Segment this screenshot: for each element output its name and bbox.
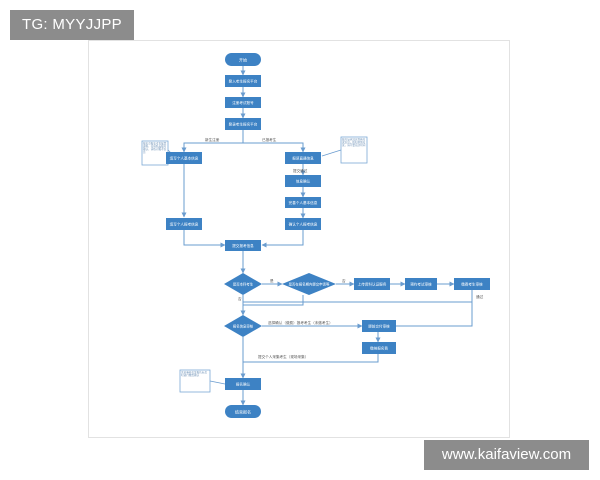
node-upload: 上传资料认证服务 — [354, 278, 390, 290]
node-end: 结束报名 — [225, 405, 261, 418]
node-print-final: 报名确认 — [225, 378, 261, 390]
node-decision2: 是否在报名期内提交申请等 — [282, 273, 336, 295]
note-right: 报考后请注意查看考试信息，按时参加考试，请不要错过时间 — [321, 136, 368, 164]
node-fill-personal2-label: 确认个人报考信息 — [289, 222, 318, 227]
node-start: 开始 — [225, 53, 261, 66]
edge-pay-note: 选择确认（缴费）报考考生（未缴考生） — [268, 320, 333, 325]
node-login-system-label: 登录考生报名平台 — [229, 122, 258, 127]
node-select-info-label: 报读直通信息 — [292, 156, 314, 161]
note-bottom-text: 注意事项考生报名后及时进行缴费确认 — [181, 371, 207, 377]
watermark-top: TG: MYYJJPP — [10, 10, 134, 40]
note-bottom: 注意事项考生报名后及时进行缴费确认 — [179, 369, 226, 393]
edge-labels: 新生注册 已报考生 提交通过 是 否 否 通过 选择确认（缴费）报考考生（未缴考… — [205, 137, 484, 359]
note-left-text: 报名点报名考生提交资料，待审核后报考确认，请核对报考信息 — [143, 142, 167, 154]
connectors — [181, 66, 473, 406]
edge-no-1: 否 — [342, 279, 346, 283]
node-decision1: 是否本科考生 — [224, 273, 262, 295]
node-decision1-label: 是否本科考生 — [233, 282, 254, 287]
edge-photo-note: 提交个人采集考生（现场采集） — [258, 354, 308, 359]
node-end-label: 结束报名 — [235, 409, 251, 415]
node-login-system: 登录考生报名平台 — [225, 118, 261, 130]
node-pay-check-label: 缴费考生审核 — [461, 282, 483, 287]
node-confirm-id: 信息确认 — [285, 175, 321, 187]
node-print-ticket-label: 提前交付审核 — [368, 324, 390, 329]
edge-new-user: 新生注册 — [205, 137, 220, 142]
node-upload-label: 上传资料认证服务 — [358, 282, 387, 287]
node-select-info: 报读直通信息 — [285, 152, 321, 164]
note-right-text: 报考后请注意查看考试信息，按时参加考试，请不要错过时间 — [342, 138, 366, 147]
edge-yes-1: 是 — [270, 278, 274, 283]
node-fill-personal: 完善个人基本信息 — [285, 197, 321, 208]
node-start-label: 开始 — [239, 57, 247, 63]
node-decision2-label: 是否在报名期内提交申请等 — [289, 282, 330, 287]
node-register-label: 注册考试账号 — [232, 100, 254, 105]
note-left: 报名点报名考生提交资料，待审核后报考确认，请核对报考信息 — [141, 140, 175, 166]
edge-filled: 提交通过 — [293, 168, 308, 173]
node-print-ticket: 提前交付审核 — [362, 320, 396, 332]
node-fill-notice: 缴纳报名费 — [362, 342, 396, 354]
node-decision3-label: 报名信息审核 — [233, 324, 254, 329]
node-pay-review: 预约考试审核 — [405, 278, 437, 290]
node-fill-exam: 填写个人报考信息 — [166, 218, 202, 230]
node-login: 登入考生报名平台 — [225, 75, 261, 87]
node-register: 注册考试账号 — [225, 97, 261, 108]
node-login-label: 登入考生报名平台 — [229, 79, 258, 84]
edge-pass: 通过 — [476, 294, 484, 299]
diagram-frame — [88, 40, 510, 438]
node-submit-label: 提交报考信息 — [232, 243, 254, 248]
node-fill-personal2: 确认个人报考信息 — [285, 218, 321, 230]
node-confirm-id-label: 信息确认 — [296, 179, 311, 184]
edge-exist-user: 已报考生 — [262, 137, 277, 142]
node-fill-exam-label: 填写个人报考信息 — [170, 222, 199, 227]
node-fill-personal-label: 完善个人基本信息 — [289, 200, 318, 205]
node-fill-basic: 填写个人基本信息 — [166, 152, 202, 164]
node-fill-notice-label: 缴纳报名费 — [370, 346, 388, 351]
node-print-final-label: 报名确认 — [236, 382, 251, 387]
edge-no-2: 否 — [238, 297, 242, 301]
watermark-bottom: www.kaifaview.com — [424, 440, 589, 470]
node-pay-check: 缴费考生审核 — [454, 278, 490, 290]
node-pay-review-label: 预约考试审核 — [410, 282, 432, 287]
node-fill-basic-label: 填写个人基本信息 — [170, 156, 199, 161]
node-submit: 提交报考信息 — [225, 240, 261, 251]
node-decision3: 报名信息审核 — [224, 315, 262, 337]
